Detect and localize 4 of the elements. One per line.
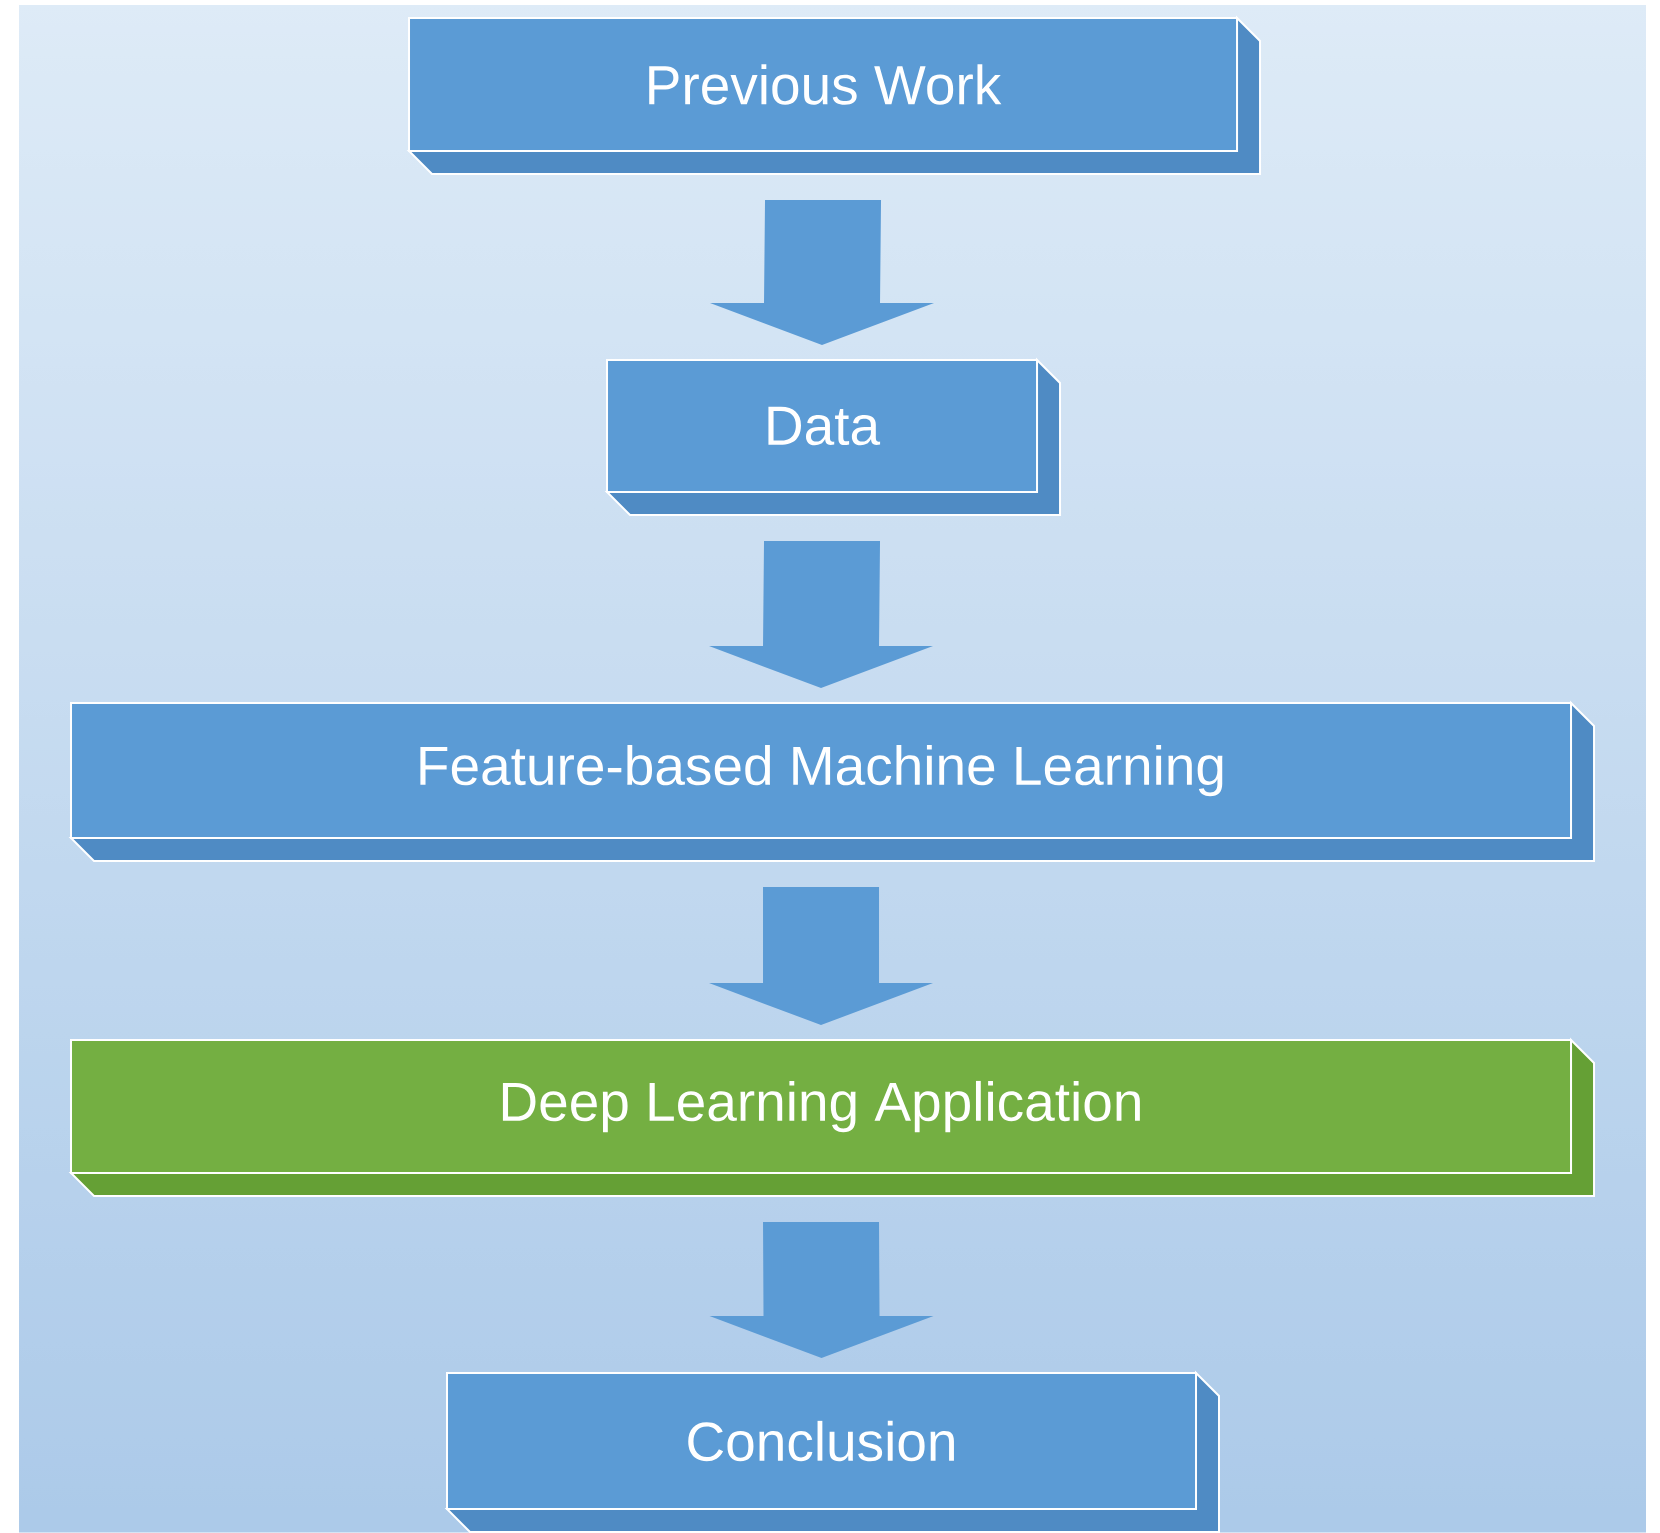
arrow [709, 541, 933, 688]
arrow [709, 887, 933, 1026]
arrow [709, 1222, 934, 1359]
arrow [710, 200, 934, 345]
